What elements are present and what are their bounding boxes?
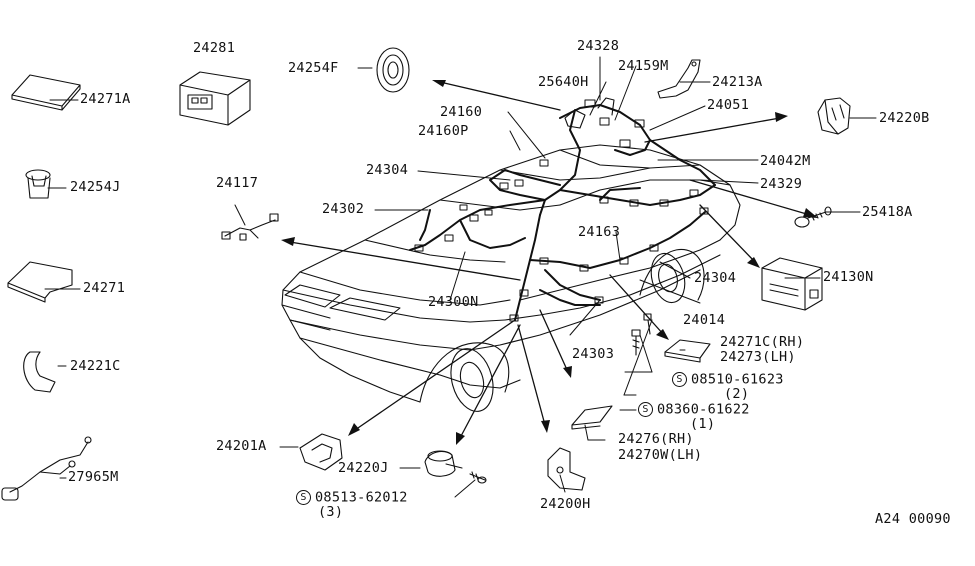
part-24159M-bracket [597, 97, 615, 116]
part-25640H-switch [564, 109, 586, 129]
s-symbol-icon: S [638, 402, 653, 417]
part-24130N-module [761, 257, 823, 311]
part-label-24271C: 24271C(RH) [720, 334, 805, 350]
part-label-24160P: 24160P [418, 123, 469, 139]
part-24220J-grommet [424, 450, 463, 477]
part-label-24300N: 24300N [428, 294, 479, 310]
part-label-24221C: 24221C [70, 358, 121, 374]
part-24221C-clamp [23, 351, 56, 393]
part-24254J-grommet [25, 169, 51, 199]
part-08360-bolt [643, 313, 652, 335]
part-label-24159M: 24159M [618, 58, 669, 74]
part-label-24160: 24160 [440, 104, 483, 120]
part-label-24201A: 24201A [216, 438, 267, 454]
part-08513-screw [469, 471, 487, 484]
part-label-24304-upper: 24304 [366, 162, 409, 178]
part-label-24051: 24051 [707, 97, 750, 113]
part-label-24329: 24329 [760, 176, 803, 192]
part-label-24220J: 24220J [338, 460, 389, 476]
part-24117-harness [221, 213, 279, 241]
part-label-24270W: 24270W(LH) [618, 447, 703, 463]
part-label-25640H: 25640H [538, 74, 589, 90]
s-symbol-icon: S [296, 490, 311, 505]
part-label-24328: 24328 [577, 38, 620, 54]
arrowheads [281, 80, 818, 445]
part-label-24254F: 24254F [288, 60, 339, 76]
part-label-24213A: 24213A [712, 74, 763, 90]
s-symbol-icon: S [672, 372, 687, 387]
leader-lines [44, 56, 877, 498]
part-label-24303: 24303 [572, 346, 615, 362]
part-label-24014: 24014 [683, 312, 726, 328]
part-24201A-clip [299, 433, 343, 471]
part-24220B-connector [817, 97, 851, 135]
part-label-24276: 24276(RH) [618, 431, 694, 447]
part-24271C-pad [664, 339, 711, 363]
part-24276-pad [571, 405, 613, 430]
part-label-24304-lower: 24304 [694, 270, 737, 286]
part-24254F-grommet [376, 47, 410, 93]
part-label-24163: 24163 [578, 224, 621, 240]
part-label-08360: S 08360-61622 [638, 402, 750, 417]
part-label-27965M: 27965M [68, 469, 119, 485]
part-label-24130N: 24130N [823, 269, 874, 285]
part-label-25418A: 25418A [862, 204, 913, 220]
part-label-24254J: 24254J [70, 179, 121, 195]
part-qty-08360: (1) [690, 416, 716, 432]
diagram-reference-number: A24 00090 [875, 511, 951, 527]
part-number-08513: 08513-62012 [315, 489, 408, 506]
part-label-24220B: 24220B [879, 110, 930, 126]
part-qty-08513: (3) [318, 504, 344, 520]
part-08510-bolt [631, 329, 641, 356]
part-label-08510: S 08510-61623 [672, 372, 784, 387]
part-label-24117: 24117 [216, 175, 259, 191]
part-25418A-screw [794, 206, 832, 228]
part-label-24302: 24302 [322, 201, 365, 217]
part-24213A-bracket [657, 59, 701, 99]
part-label-24042M: 24042M [760, 153, 811, 169]
part-label-08513: S 08513-62012 [296, 490, 408, 505]
part-24281-relay [179, 71, 251, 126]
part-24271A-pad [11, 74, 81, 111]
part-24271-pad [7, 261, 73, 303]
arrows [289, 81, 811, 439]
harness-connectors [414, 99, 709, 322]
part-label-24281: 24281 [193, 40, 236, 56]
part-number-08510: 08510-61623 [691, 371, 784, 388]
part-label-24271A: 24271A [80, 91, 131, 107]
part-label-24200H: 24200H [540, 496, 591, 512]
part-label-24273: 24273(LH) [720, 349, 796, 365]
part-label-24271: 24271 [83, 280, 126, 296]
part-27965M-harness [1, 436, 92, 501]
part-qty-08510: (2) [724, 386, 750, 402]
part-number-08360: 08360-61622 [657, 401, 750, 418]
part-24200H-bracket [547, 447, 586, 491]
